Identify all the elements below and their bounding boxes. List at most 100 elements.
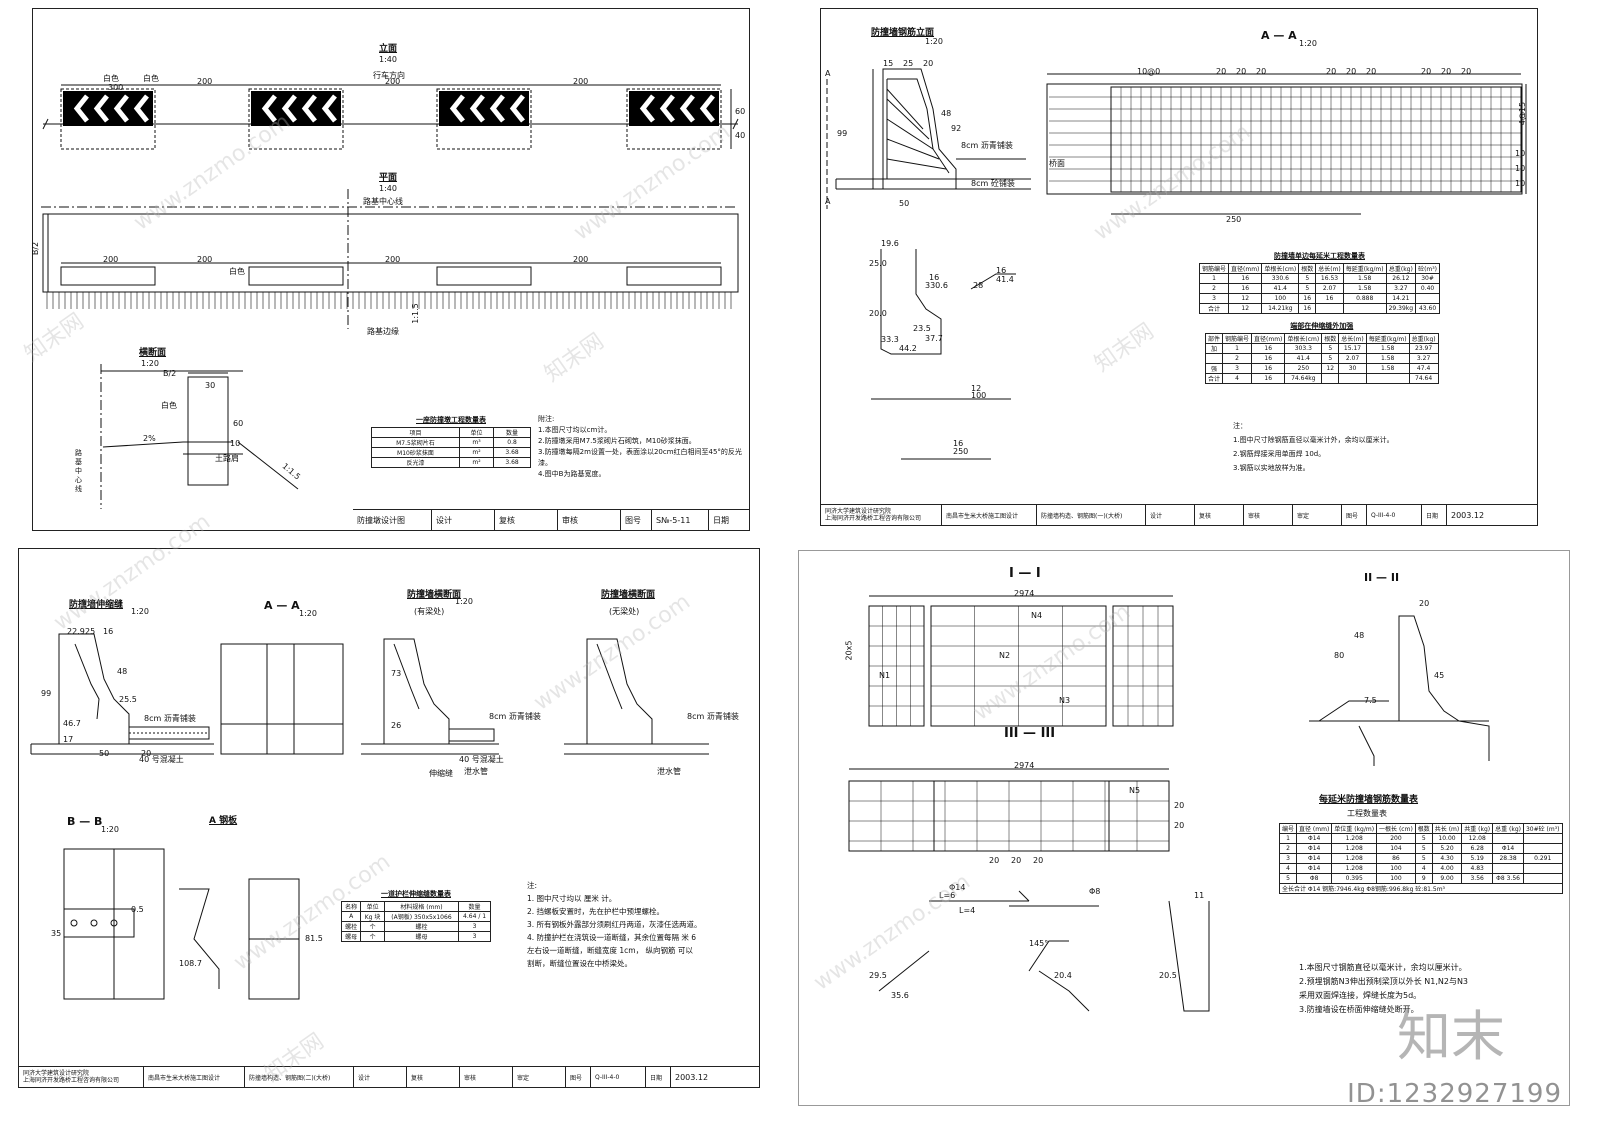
s2-table1-caption: 防撞墙单边每延米工程数量表 bbox=[1274, 252, 1365, 260]
cell: 16 bbox=[1228, 273, 1263, 284]
section-soil: 土路肩 bbox=[215, 454, 239, 463]
s3-table-caption: 一道护栏伸缩缝数量表 bbox=[381, 890, 451, 898]
cell-total: 全长合计 Φ14 钢筋:7946.4kg Φ8钢筋:996.8kg 砼:81.5… bbox=[1279, 883, 1563, 894]
s2-dim-top-4: 20 bbox=[1326, 67, 1337, 76]
note-line: 3.防撞墩每隔2m设置一处，表面涂以20cm红白相间至45°的反光 bbox=[538, 448, 742, 456]
cell: 4 bbox=[1414, 863, 1433, 874]
cell: Φ8 bbox=[1296, 873, 1333, 884]
chevron-sign-2 bbox=[251, 91, 341, 126]
s2-dim-top-0: 10@0 bbox=[1137, 67, 1161, 76]
s4-dim-10: 45 bbox=[1434, 671, 1445, 680]
chevron-sign-4 bbox=[629, 91, 719, 126]
sheet4-drawing bbox=[848, 595, 1490, 1012]
cell: Kg 块 bbox=[360, 911, 385, 922]
s2-dim-top-8: 20 bbox=[1441, 67, 1452, 76]
note-line: 3.防撞墙设在桥面伸缩缝处断开。 bbox=[1299, 1005, 1419, 1014]
th: 总长(m) bbox=[1315, 263, 1344, 274]
cell: 16 bbox=[1251, 353, 1286, 364]
cell: M7.5浆砌片石 bbox=[371, 437, 460, 448]
cell: (A钢板) 350x5x1066 bbox=[383, 911, 460, 922]
s2-dim-top-9: 20 bbox=[1461, 67, 1472, 76]
cell: 3 bbox=[1198, 293, 1230, 304]
s3-drain: 泄水管 bbox=[464, 767, 488, 776]
cell: 16.53 bbox=[1315, 273, 1344, 284]
cell bbox=[1415, 293, 1441, 304]
cell: 3.56 bbox=[1461, 873, 1494, 884]
s4-dim-15: Φ8 bbox=[1089, 887, 1101, 896]
s2-cement: 8cm 砼铺装 bbox=[971, 179, 1015, 188]
th: 直径 (mm) bbox=[1296, 823, 1333, 834]
plan-title: 平面 bbox=[379, 173, 398, 183]
table-row: 全长合计 Φ14 钢筋:7946.4kg Φ8钢筋:996.8kg 砼:81.5… bbox=[1279, 883, 1563, 894]
note-line: 4.图中B为路基宽度。 bbox=[538, 470, 606, 478]
th: 根数 bbox=[1414, 823, 1433, 834]
tb-design: 设计 bbox=[354, 1067, 407, 1087]
s4-dim-14: Φ14 bbox=[949, 883, 966, 892]
tb-institute: 同济大学建筑设计研究院 上海同济开发路桥工程咨询有限公司 bbox=[821, 505, 942, 525]
s3-cement-2: 40 号混凝土 bbox=[459, 755, 504, 764]
s3-dim-15: 0.5 bbox=[131, 905, 144, 914]
s3-view2-scale: 1:20 bbox=[299, 609, 317, 618]
s3-asph-3: 8cm 沥青铺装 bbox=[489, 712, 541, 721]
s2-elev-scale: 1:20 bbox=[925, 37, 943, 46]
note-line: 2.钢筋焊接采用单面焊 10d。 bbox=[1233, 450, 1326, 458]
watermark-logo: 知末 bbox=[1397, 1005, 1505, 1068]
s4-dim-18: 35.6 bbox=[891, 991, 909, 1000]
cell: 47.4 bbox=[1408, 363, 1439, 374]
label-color-black: 白色 bbox=[103, 74, 119, 83]
cell: M10砂浆抹面 bbox=[371, 447, 460, 458]
section-road-center: 路基中心线 bbox=[75, 449, 82, 493]
s3-dim-8: 50 bbox=[99, 749, 110, 758]
chevron-arrows-icon bbox=[639, 94, 715, 123]
sheet3-drawing bbox=[30, 633, 709, 1000]
cell: 4.83 bbox=[1461, 863, 1494, 874]
th: 根数 bbox=[1298, 263, 1317, 274]
s3-view3-scale: 1:20 bbox=[455, 597, 473, 606]
s4-dim-6: 20 bbox=[1419, 599, 1430, 608]
th: 编号 bbox=[1278, 823, 1298, 834]
s4-table: 编号 直径 (mm) 单位重 (kg/m) 一根长 (cm) 根数 共长 (m)… bbox=[1278, 823, 1563, 894]
tb-design: 设计 bbox=[1146, 505, 1195, 525]
tb-review: 审核 bbox=[1244, 505, 1293, 525]
cell bbox=[1522, 843, 1563, 854]
th: 每延重(kg/m) bbox=[1365, 333, 1410, 344]
cell: 个 bbox=[360, 921, 385, 932]
watermark-id: ID:1232927199 bbox=[1347, 1079, 1562, 1109]
note-line: 1.本图尺寸钢筋直径以毫米计，余均以厘米计。 bbox=[1299, 963, 1467, 972]
th: 单位 bbox=[360, 901, 385, 912]
th-item: 项目 bbox=[371, 427, 460, 438]
s2-aa-title: A — A bbox=[1261, 29, 1297, 42]
s4-dim-19: 20.4 bbox=[1054, 971, 1072, 980]
centerline-label: 路基中心线 bbox=[363, 197, 403, 206]
s3-dim-11: 26 bbox=[391, 721, 402, 730]
s3-dim-3: 99 bbox=[41, 689, 52, 698]
s4-dim-17: 29.5 bbox=[869, 971, 887, 980]
cell: 1 bbox=[1278, 833, 1298, 844]
s2-dim-50: 50 bbox=[899, 199, 910, 208]
s4-view2-title: II — II bbox=[1364, 571, 1400, 584]
dim-40: 40 bbox=[735, 131, 746, 140]
sheet2-title-block: 同济大学建筑设计研究院 上海同济开发路桥工程咨询有限公司 南昌市生米大桥施工图设… bbox=[821, 504, 1537, 525]
b2-label: B/2 bbox=[31, 241, 41, 256]
tb-institute: 同济大学建筑设计研究院 上海同济开发路桥工程咨询有限公司 bbox=[19, 1067, 144, 1087]
cell bbox=[1522, 863, 1563, 874]
s3-dim-6: 46.7 bbox=[63, 719, 81, 728]
cell: 16 bbox=[1251, 373, 1286, 384]
chevron-sign-1 bbox=[63, 91, 153, 126]
s4-dim-7: 80 bbox=[1334, 651, 1345, 660]
cell: 3.27 bbox=[1408, 353, 1439, 364]
tb-no-label: 图号 bbox=[1342, 505, 1367, 525]
s3-dim-5: 25.5 bbox=[119, 695, 137, 704]
s3-drain-2: 泄水管 bbox=[657, 767, 681, 776]
tb-date: 2003.12 bbox=[1451, 510, 1485, 520]
s4-view1-title: I — I bbox=[1009, 566, 1041, 581]
sheet2-notes: 注： 1.图中尺寸除钢筋直径以毫米计外，余均以厘米计。 2.钢筋焊接采用单面焊 … bbox=[1233, 419, 1394, 475]
table-row: M10砂浆抹面 m² 3.68 bbox=[371, 447, 531, 458]
tb-no: Q-III-4-0 bbox=[591, 1067, 646, 1087]
cell: 9 bbox=[1414, 873, 1433, 884]
tb-no: Q-III-4-0 bbox=[1367, 505, 1422, 525]
cell bbox=[1365, 373, 1410, 384]
